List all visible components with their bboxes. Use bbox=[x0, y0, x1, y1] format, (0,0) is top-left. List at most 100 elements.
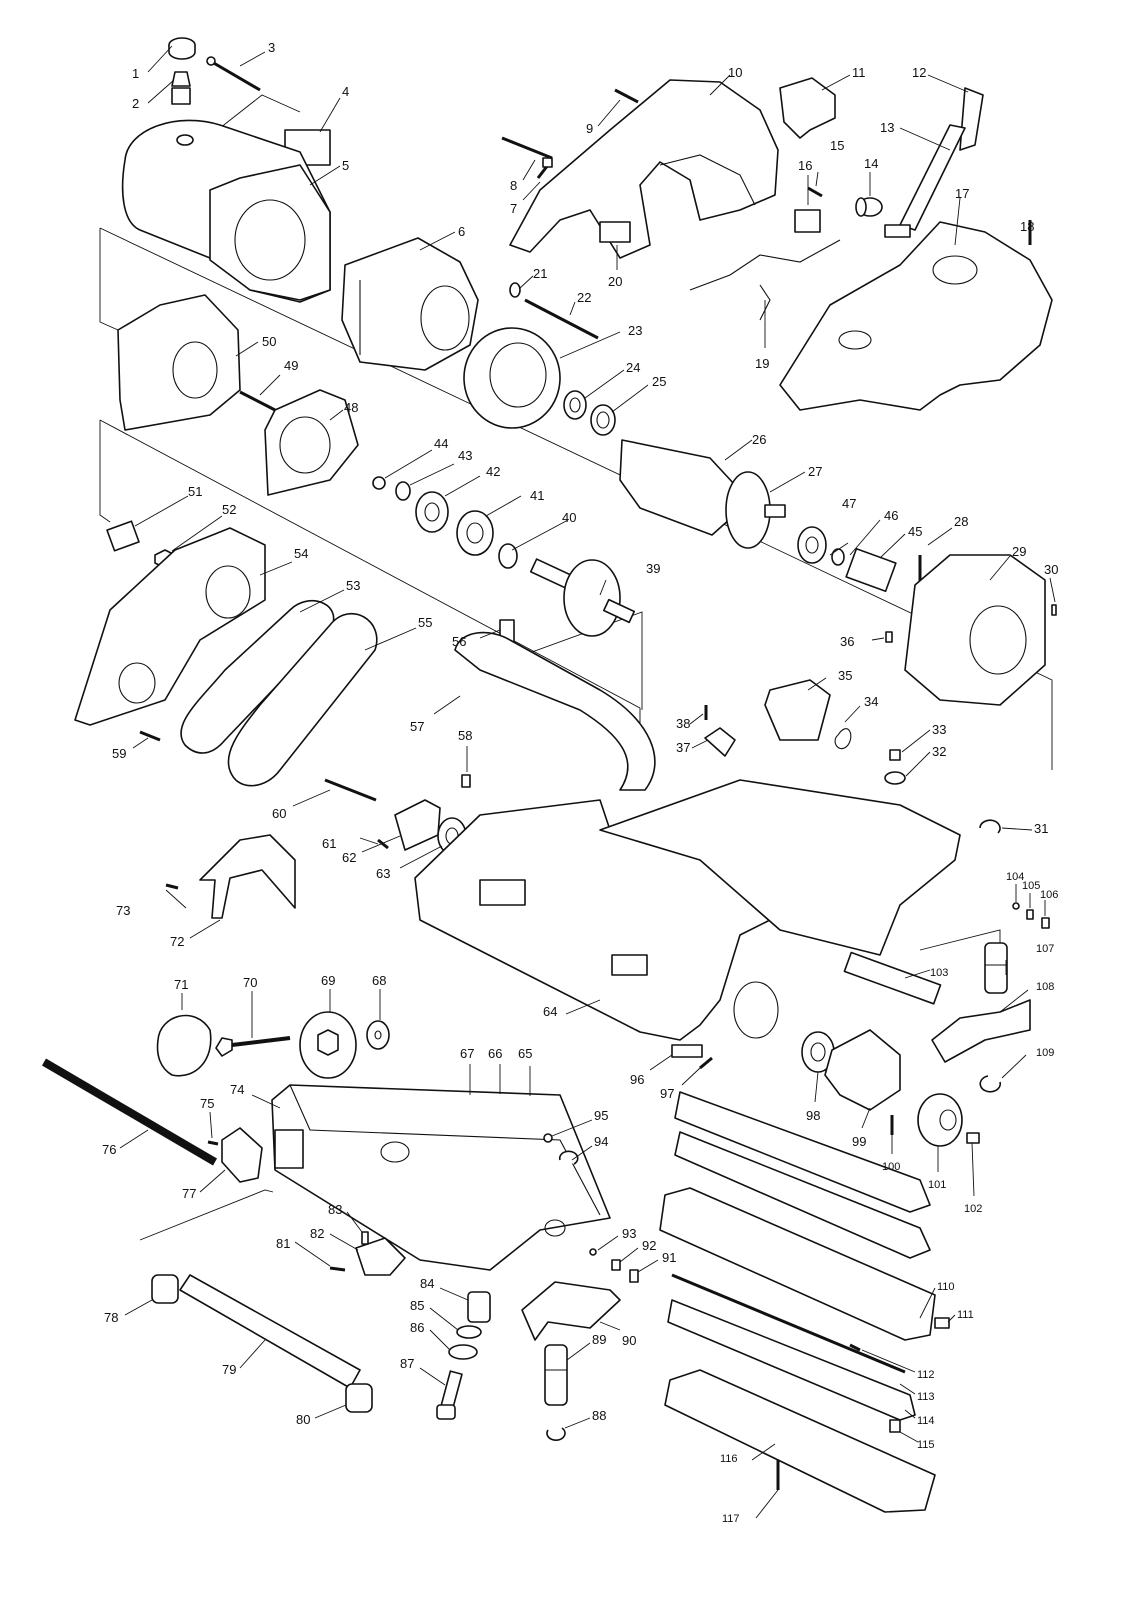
plate-108-part bbox=[931, 999, 1031, 1063]
bracket-77-part bbox=[221, 1127, 263, 1183]
screw-60-part bbox=[324, 778, 377, 802]
callout-63: 63 bbox=[376, 866, 390, 881]
retaining-ring-94-part bbox=[558, 1150, 579, 1165]
callout-86: 86 bbox=[410, 1320, 424, 1335]
spring-105-part bbox=[1026, 909, 1034, 920]
callout-81: 81 bbox=[276, 1236, 290, 1251]
bearing-box-part bbox=[824, 1029, 901, 1111]
callout-45: 45 bbox=[908, 524, 922, 539]
callout-89: 89 bbox=[592, 1332, 606, 1347]
screw-3-part bbox=[206, 56, 261, 92]
callout-69: 69 bbox=[321, 973, 335, 988]
washer-21-part bbox=[509, 282, 521, 298]
callout-42: 42 bbox=[486, 464, 500, 479]
washer-32-part bbox=[884, 771, 906, 785]
rod-79-part bbox=[179, 1274, 361, 1389]
handle-half-part bbox=[509, 79, 779, 259]
callout-1: 1 bbox=[132, 66, 139, 81]
callout-18: 18 bbox=[1020, 219, 1034, 234]
shaft-107-part bbox=[984, 942, 1008, 994]
power-cord-part bbox=[884, 87, 984, 238]
pin-36-part bbox=[885, 631, 893, 643]
callout-27: 27 bbox=[808, 464, 822, 479]
callout-104: 104 bbox=[1006, 871, 1024, 883]
bracket-82-part bbox=[355, 1237, 406, 1276]
callout-91: 91 bbox=[662, 1250, 676, 1265]
callout-84: 84 bbox=[420, 1276, 434, 1291]
spring-34-part bbox=[834, 728, 852, 750]
pulley-shaft-part bbox=[529, 558, 636, 637]
bolt-70-part bbox=[215, 1036, 291, 1057]
callout-90: 90 bbox=[622, 1333, 636, 1348]
callout-56: 56 bbox=[452, 634, 466, 649]
screw-9-part bbox=[614, 88, 639, 104]
belt-part bbox=[180, 599, 335, 754]
callout-60: 60 bbox=[272, 806, 286, 821]
callout-97: 97 bbox=[660, 1086, 674, 1101]
callout-38: 38 bbox=[676, 716, 690, 731]
callout-22: 22 bbox=[577, 290, 591, 305]
callout-68: 68 bbox=[372, 973, 386, 988]
drum-cover-116-part bbox=[664, 1369, 936, 1513]
callout-40: 40 bbox=[562, 510, 576, 525]
pulley-101-part bbox=[917, 1093, 963, 1147]
knob-cap-71-part bbox=[156, 1014, 212, 1077]
callout-111: 111 bbox=[957, 1309, 974, 1321]
pin-111-part bbox=[934, 1317, 950, 1329]
callout-35: 35 bbox=[838, 668, 852, 683]
switch-lever-part bbox=[764, 679, 831, 741]
callout-8: 8 bbox=[510, 178, 517, 193]
callout-107: 107 bbox=[1036, 943, 1054, 955]
callout-96: 96 bbox=[630, 1072, 644, 1087]
callout-76: 76 bbox=[102, 1142, 116, 1157]
pin-30-part bbox=[1051, 604, 1057, 616]
callout-52: 52 bbox=[222, 502, 236, 517]
sleeve-78-part bbox=[151, 1274, 179, 1304]
switch-part bbox=[779, 77, 836, 139]
blade-114-part bbox=[667, 1299, 916, 1421]
callout-49: 49 bbox=[284, 358, 298, 373]
callout-31: 31 bbox=[1034, 821, 1048, 836]
cord-guard-part bbox=[855, 197, 883, 217]
callout-28: 28 bbox=[954, 514, 968, 529]
belt-cover-part bbox=[227, 613, 378, 787]
callout-34: 34 bbox=[864, 694, 878, 709]
callout-6: 6 bbox=[458, 224, 465, 239]
screw-75-part bbox=[207, 1140, 219, 1146]
callout-17: 17 bbox=[955, 186, 969, 201]
callout-16: 16 bbox=[798, 158, 812, 173]
callout-47: 47 bbox=[842, 496, 856, 511]
drum-plate-part bbox=[674, 1091, 931, 1213]
screw-22-part bbox=[524, 298, 599, 340]
callout-66: 66 bbox=[488, 1046, 502, 1061]
callout-51: 51 bbox=[188, 484, 202, 499]
lock-plate-37-part bbox=[704, 727, 736, 757]
washer-86-part bbox=[448, 1344, 478, 1360]
bearing-24-part bbox=[563, 390, 587, 420]
callout-106: 106 bbox=[1040, 889, 1058, 901]
callout-108: 108 bbox=[1036, 981, 1054, 993]
callout-72: 72 bbox=[170, 934, 184, 949]
pin-58-part bbox=[461, 774, 471, 788]
spring-91-part bbox=[629, 1269, 639, 1283]
retaining-ring-31-part bbox=[979, 819, 1001, 834]
callout-100: 100 bbox=[882, 1161, 900, 1173]
callout-98: 98 bbox=[806, 1108, 820, 1123]
callout-2: 2 bbox=[132, 96, 139, 111]
callout-88: 88 bbox=[592, 1408, 606, 1423]
callout-25: 25 bbox=[652, 374, 666, 389]
callout-labels: 1 2 3 4 5 6 7 8 9 10 11 12 13 14 15 16 1… bbox=[102, 40, 1058, 1525]
ring-44-part bbox=[372, 476, 386, 490]
callout-59: 59 bbox=[112, 746, 126, 761]
callout-11: 11 bbox=[852, 65, 866, 80]
callout-62: 62 bbox=[342, 850, 356, 865]
callout-24: 24 bbox=[626, 360, 640, 375]
screw-15-part bbox=[807, 186, 823, 198]
callout-87: 87 bbox=[400, 1356, 414, 1371]
bearing-25-part bbox=[590, 404, 616, 436]
sleeve-80-part bbox=[345, 1383, 373, 1413]
callout-48: 48 bbox=[344, 400, 358, 415]
callout-12: 12 bbox=[912, 65, 926, 80]
bearing-41-part bbox=[456, 510, 494, 556]
